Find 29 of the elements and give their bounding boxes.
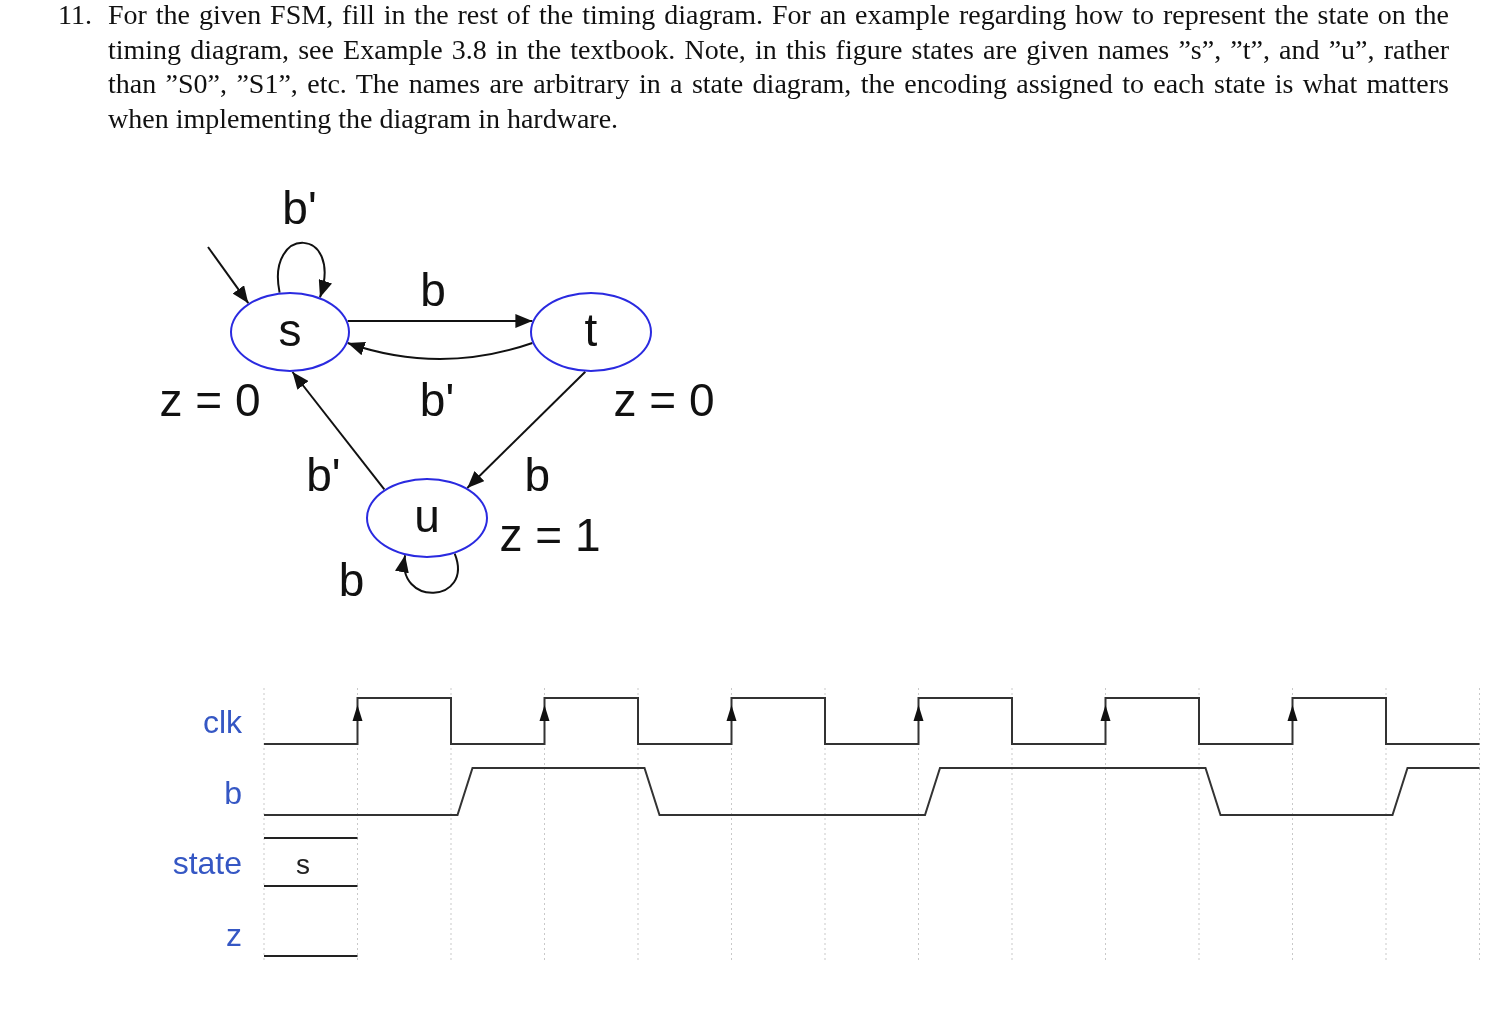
transition-arrow xyxy=(291,371,386,491)
edge-label: b xyxy=(338,556,365,603)
edge-label: b xyxy=(420,266,446,313)
state-name: u xyxy=(414,493,440,543)
start-arrow xyxy=(207,246,250,305)
edge-label: b' xyxy=(419,377,455,423)
transition-arrow xyxy=(346,314,534,328)
output-label: z = 1 xyxy=(499,512,601,558)
question-text: For the given FSM, fill in the rest of the timing diagram. For an example regarding how to represent the state on the timing diagram, see Example 3.8 in the textbook. Note, in this figure states are given names ”s”, ”t”, and ”u”, rather than ”S0”, ”S1”, etc. The names are arbitrary in a state diagram, the encoding assigned to each state is what matters when implementing the diagram in hardware. xyxy=(108,0,1449,137)
state-name: s xyxy=(278,307,302,357)
signal-label: state xyxy=(172,847,242,879)
state-ellipse xyxy=(366,478,488,558)
question-number: 11. xyxy=(58,0,92,32)
edge-label: b xyxy=(524,451,551,498)
state-ellipse xyxy=(530,292,652,372)
output-label: z = 0 xyxy=(159,377,261,423)
state-ellipse xyxy=(230,292,350,372)
self-loop-arrow xyxy=(397,552,459,594)
signal-label: b xyxy=(224,777,242,809)
signal-label: clk xyxy=(202,706,242,738)
edge-label: b' xyxy=(306,451,341,498)
output-label: z = 0 xyxy=(613,377,715,423)
transition-arrow xyxy=(466,370,587,489)
state-value: s xyxy=(296,851,310,879)
state-name: t xyxy=(584,307,598,357)
self-loop-arrow xyxy=(276,241,331,299)
signal-label: z xyxy=(226,919,242,951)
transition-arrow xyxy=(346,341,534,360)
edge-label: b' xyxy=(282,184,317,231)
